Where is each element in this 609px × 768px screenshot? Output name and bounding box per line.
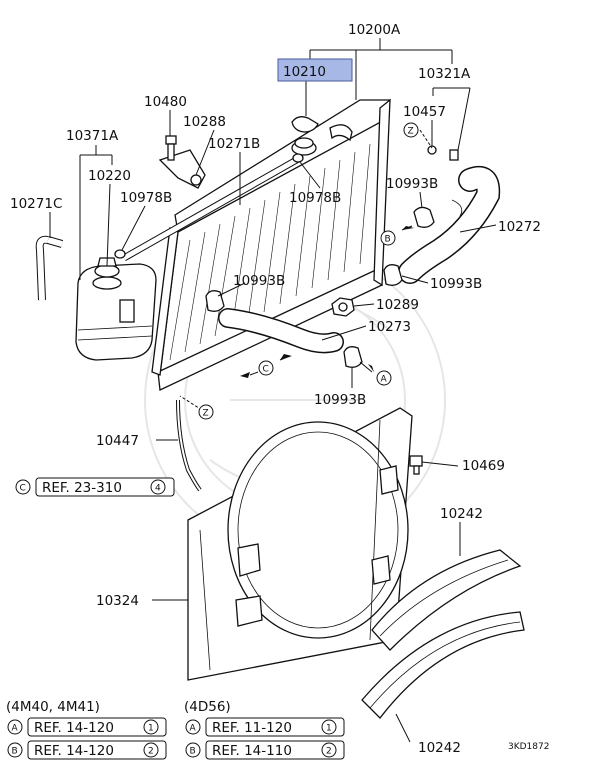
label-10272: 10272	[498, 219, 541, 235]
bolt-10469	[409, 455, 423, 475]
clamp-10993b-upper	[413, 206, 435, 228]
label-10273: 10273	[368, 319, 411, 335]
svg-text:REF. 11-120: REF. 11-120	[212, 720, 292, 736]
hose-10271b	[122, 154, 302, 262]
label-10242-lower: 10242	[418, 740, 461, 756]
svg-text:C: C	[263, 365, 269, 375]
svg-text:B: B	[12, 747, 18, 757]
hose-10272	[398, 166, 501, 284]
label-10288: 10288	[183, 114, 226, 130]
marker-z-bottom: Z	[198, 404, 214, 420]
label-10371A: 10371A	[66, 128, 119, 144]
hose-10271c	[35, 235, 64, 301]
marker-z-top: Z	[403, 122, 419, 138]
shroud-10242-lower	[361, 611, 525, 719]
clamp-10978b-b	[292, 153, 304, 163]
svg-text:2: 2	[148, 747, 154, 757]
label-10321A: 10321A	[418, 66, 471, 82]
label-10469: 10469	[462, 458, 505, 474]
hose-10273	[218, 308, 344, 354]
highlight-10210	[277, 58, 353, 82]
clamp-10993b-left	[205, 290, 225, 312]
label-10324: 10324	[96, 593, 139, 609]
svg-text:1: 1	[326, 724, 332, 734]
flow-arrows	[240, 225, 414, 378]
svg-text:A: A	[381, 375, 388, 385]
nut-10289	[331, 297, 355, 317]
label-10993B-lower: 10993B	[314, 392, 366, 408]
svg-text:B: B	[190, 747, 196, 757]
label-10993B-right: 10993B	[430, 276, 482, 292]
engine-label-4m40: (4M40, 4M41)	[6, 699, 100, 715]
label-10271C: 10271C	[10, 196, 62, 212]
reserve-tank	[75, 257, 157, 361]
svg-text:1: 1	[148, 724, 154, 734]
label-10289: 10289	[376, 297, 419, 313]
svg-text:Z: Z	[203, 409, 209, 419]
bolt-10480	[165, 135, 177, 161]
bolt-10457	[427, 145, 459, 161]
marker-c: C	[258, 360, 274, 376]
marker-a: A	[376, 370, 392, 386]
ref-b-right: B REF. 14-110 2	[185, 740, 345, 760]
label-10271B: 10271B	[208, 136, 260, 152]
svg-text:Z: Z	[408, 127, 414, 137]
label-10447: 10447	[96, 433, 139, 449]
ref-b-left: B REF. 14-120 2	[7, 740, 167, 760]
label-10993B-left: 10993B	[233, 273, 285, 289]
svg-text:REF. 14-110: REF. 14-110	[212, 743, 292, 759]
label-10242-upper: 10242	[440, 506, 483, 522]
svg-text:A: A	[190, 724, 197, 734]
svg-text:C: C	[20, 484, 26, 494]
leader-lines	[49, 38, 497, 743]
svg-text:REF. 23-310: REF. 23-310	[42, 480, 122, 496]
label-10200A: 10200A	[348, 22, 401, 38]
label-10210: 10210	[283, 64, 326, 80]
diagram-code: 3KD1872	[508, 742, 549, 752]
fan-shroud-10324	[187, 407, 413, 681]
clamp-10993b-right	[383, 264, 403, 286]
part-10210-shape	[291, 116, 319, 133]
label-10457: 10457	[403, 104, 446, 120]
svg-text:REF. 14-120: REF. 14-120	[34, 720, 114, 736]
clamp-10978b-a	[114, 249, 126, 259]
ref-a-right: A REF. 11-120 1	[185, 717, 345, 737]
label-10993B-upper: 10993B	[386, 176, 438, 192]
svg-text:A: A	[12, 724, 19, 734]
label-10978B-right: 10978B	[289, 190, 341, 206]
svg-text:REF. 14-120: REF. 14-120	[34, 743, 114, 759]
clamp-10993b-lower	[343, 346, 363, 368]
ref-a-left: A REF. 14-120 1	[7, 717, 167, 737]
shroud-10242-upper	[371, 549, 522, 651]
svg-text:B: B	[385, 235, 391, 245]
label-10978B-left: 10978B	[120, 190, 172, 206]
hose-10447	[176, 399, 202, 492]
svg-text:4: 4	[155, 484, 161, 494]
marker-b: B	[380, 230, 396, 246]
svg-text:2: 2	[326, 747, 332, 757]
ref-c: C REF. 23-310 4	[15, 477, 175, 497]
label-10480: 10480	[144, 94, 187, 110]
label-10220: 10220	[88, 168, 131, 184]
engine-label-4d56: (4D56)	[184, 699, 231, 715]
